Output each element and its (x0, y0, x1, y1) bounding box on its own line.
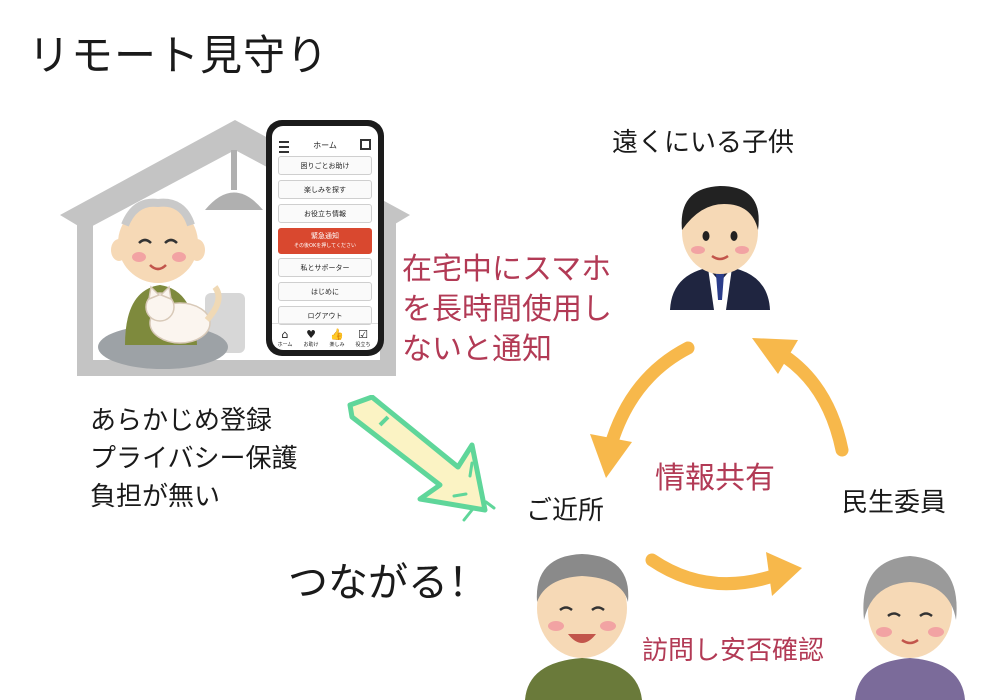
home-icon: ⌂ (281, 328, 289, 341)
commissioner-avatar (855, 556, 965, 700)
useful-info-button[interactable]: お役立ち情報 (278, 204, 372, 223)
benefit-item: あらかじめ登録 (90, 406, 273, 436)
check-icon: ☑ (358, 328, 368, 341)
neighbor-avatar (525, 554, 642, 700)
nav-useful[interactable]: ☑ 役立ち (350, 328, 376, 348)
connect-label: つながる！ (288, 560, 488, 606)
son-avatar (670, 186, 770, 310)
phone-header-title: ホーム (313, 141, 337, 150)
benefit-list: あらかじめ登録 プライバシー保護 負担が無い (90, 402, 297, 516)
nav-help-label: お助け (303, 342, 319, 348)
nav-enjoy[interactable]: 👍 楽しみ (324, 328, 350, 348)
sparkle-icon (452, 461, 496, 522)
help-button[interactable]: 困りごとお助け (278, 156, 372, 175)
menu-icon[interactable] (279, 141, 289, 153)
house-illustration (60, 120, 410, 376)
nav-enjoy-label: 楽しみ (329, 342, 345, 348)
bottom-nav: ⌂ ホーム ♥ お助け 👍 楽しみ ☑ 役立ち (272, 323, 378, 350)
nav-useful-label: 役立ち (355, 342, 371, 348)
emergency-button[interactable]: 緊急通知 その後OKを押してください (278, 228, 372, 254)
supporter-button[interactable]: 私とサポーター (278, 258, 372, 277)
logout-button[interactable]: ログアウト (278, 306, 372, 325)
smartphone: ホーム 困りごとお助け 楽しみを探す お役立ち情報 緊急通知 その後OKを押して… (266, 120, 384, 356)
info-sharing-label: 情報共有 (655, 461, 775, 496)
nav-help[interactable]: ♥ お助け (298, 328, 324, 348)
benefit-item: プライバシー保護 (90, 444, 298, 474)
qr-code-icon[interactable] (360, 139, 371, 150)
enjoy-button[interactable]: 楽しみを探す (278, 180, 372, 199)
nav-home[interactable]: ⌂ ホーム (272, 328, 298, 348)
page-title: リモート見守り (28, 31, 330, 80)
distant-child-label: 遠くにいる子供 (612, 128, 795, 158)
nav-home-label: ホーム (277, 342, 293, 348)
green-arrow (347, 395, 488, 513)
emergency-label: 緊急通知 (311, 232, 339, 240)
notice-line: ないと通知 (402, 332, 552, 367)
benefit-item: 負担が無い (90, 482, 221, 512)
cycle-arrows (590, 338, 849, 596)
phone-screen: ホーム 困りごとお助け 楽しみを探す お役立ち情報 緊急通知 その後OKを押して… (272, 126, 378, 350)
thumbs-up-icon: 👍 (330, 328, 344, 341)
heart-icon: ♥ (306, 328, 316, 341)
emergency-sublabel: その後OKを押してください (294, 243, 356, 249)
intro-button[interactable]: はじめに (278, 282, 372, 301)
visit-check-label: 訪問し安否確認 (642, 636, 825, 666)
neighbor-label: ご近所 (526, 496, 605, 526)
notice-line: を長時間使用し (402, 292, 612, 327)
welfare-commissioner-label: 民生委員 (842, 488, 947, 518)
notice-text: 在宅中にスマホ を長時間使用し ないと通知 (402, 250, 612, 370)
notice-line: 在宅中にスマホ (402, 252, 612, 287)
